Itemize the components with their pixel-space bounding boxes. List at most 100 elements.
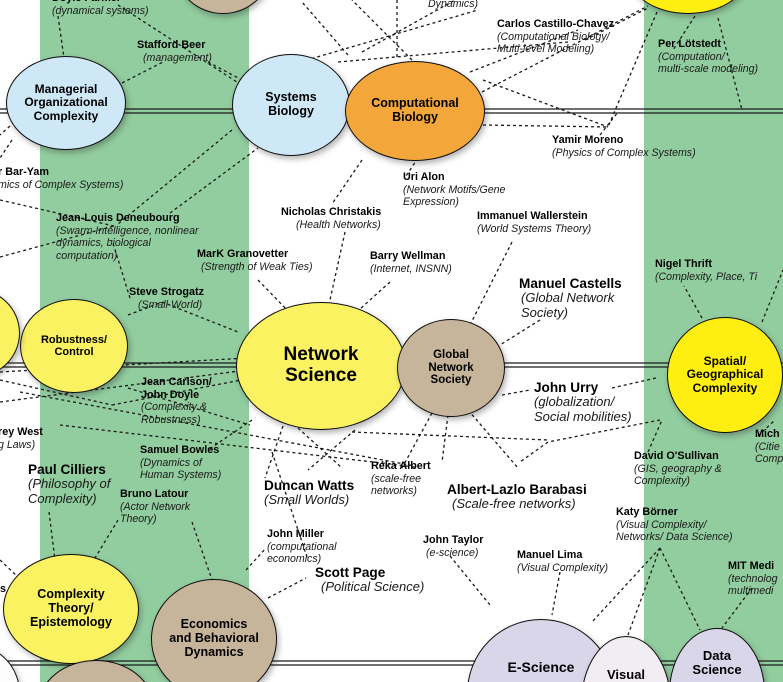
label-katy-borner: Katy Börner(Visual Complexity/Networks/ … — [616, 506, 733, 544]
connection-line — [547, 419, 661, 443]
person-name: Scott Page — [315, 565, 386, 580]
person-name: Manuel Lima — [517, 549, 583, 561]
person-name: Yamir Moreno — [552, 134, 624, 146]
person-name: Nicholas Christakis — [281, 206, 382, 218]
person-name: Jean-Louis Deneubourg — [56, 212, 180, 224]
person-name: John Urry — [534, 380, 599, 395]
connection-line — [0, 379, 113, 406]
person-name: Uri Alon — [403, 171, 445, 183]
person-topic: (GIS, geography & — [634, 462, 722, 475]
person-topic: (Visual Complexity/ — [616, 518, 707, 531]
connection-line — [264, 425, 284, 479]
person-topic: dynamics, biological — [56, 237, 151, 250]
connection-line — [519, 441, 549, 463]
connection-line — [683, 285, 703, 319]
person-topic: (Complexity & — [141, 401, 207, 414]
connection-line — [191, 521, 213, 581]
person-topic: (Scale-free networks) — [452, 496, 576, 512]
person-topic: Human Systems) — [140, 469, 222, 482]
person-name: John Doyle — [141, 388, 200, 401]
connection-line — [0, 139, 13, 159]
person-topic: Networks/ Data Science) — [616, 531, 733, 544]
label-scott-page: Scott Page(Political Science) — [315, 565, 424, 595]
person-topic: (Small World) — [138, 298, 203, 311]
connection-line — [449, 555, 491, 606]
connection-line — [351, 431, 549, 441]
label-john-urry: John Urry(globalization/Social mobilitie… — [534, 380, 632, 424]
connection-line — [331, 159, 363, 205]
connection-line — [599, 111, 619, 136]
connection-line — [647, 419, 663, 453]
person-topic: Society) — [521, 304, 568, 320]
person-topic: (scale-free — [371, 472, 422, 485]
label-dynamics-fragment: Dynamics) — [428, 0, 478, 11]
label-steve-strogatz: Steve Strogatz(Small World) — [129, 286, 204, 311]
person-name: Doyle Farmer — [52, 0, 149, 5]
connection-line — [117, 129, 233, 225]
person-name: David O'Sullivan — [634, 450, 719, 462]
connection-line — [611, 377, 657, 389]
connection-line — [161, 301, 239, 333]
person-topic: Theory) — [120, 513, 157, 526]
person-topic: (Actor Network — [120, 500, 191, 513]
label-jean-louis-deneubourg: Jean-Louis Deneubourg(Swarm Intelligence… — [56, 212, 199, 262]
person-topic: (technolog — [728, 572, 778, 585]
person-name: r Bar-Yam — [0, 166, 50, 178]
connection-line — [121, 61, 164, 84]
person-name: rey West — [0, 426, 43, 438]
person-topic: (Philosophy of — [28, 476, 111, 492]
person-topic: (Global Network — [521, 290, 615, 306]
person-topic: (Visual Complexity) — [517, 561, 609, 574]
person-topic: (Small Worlds) — [264, 492, 350, 508]
person-topic: (Political Science) — [321, 579, 425, 595]
connection-line — [245, 547, 267, 571]
connection-line — [482, 79, 609, 128]
person-topic: Multi-level Modeling) — [497, 43, 595, 56]
connection-line — [721, 587, 753, 629]
label-per-lotstedt: Per Lötstedt(Computation/multi-scale mod… — [658, 38, 758, 76]
person-topic: Social mobilities) — [534, 408, 632, 424]
person-name: Réka Albert — [371, 460, 431, 472]
person-topic: multimedi — [728, 585, 774, 598]
connection-line — [207, 419, 253, 451]
person-topic: Expression) — [403, 196, 459, 209]
connection-line — [401, 412, 433, 469]
connection-line — [207, 61, 241, 80]
person-topic: Complexity) — [634, 475, 690, 488]
node-label: E-Science — [507, 659, 575, 676]
connection-line — [94, 519, 119, 559]
person-topic: (Network Motifs/Gene — [403, 183, 506, 196]
label-albert-lazlo-barabasi: Albert-Lazlo Barabasi(Scale-free network… — [447, 482, 587, 512]
connection-line — [467, 409, 519, 469]
person-topic: (globalization/ — [534, 394, 615, 410]
connection-line — [607, 11, 658, 128]
connection-line — [329, 231, 346, 301]
connection-line — [469, 241, 513, 326]
connection-line — [297, 427, 343, 469]
person-topic: Complexity) — [28, 490, 97, 506]
connection-line — [337, 41, 569, 63]
person-name: Per Lötstedt — [658, 38, 721, 50]
person-topic: (Citie — [755, 440, 780, 453]
person-name: Albert-Lazlo Barabasi — [447, 482, 587, 497]
connection-line — [117, 4, 241, 85]
connection-line — [717, 17, 743, 111]
person-topic: economics) — [267, 553, 322, 566]
connection-line — [551, 571, 561, 616]
person-topic: (Physics of Complex Systems) — [552, 146, 696, 159]
